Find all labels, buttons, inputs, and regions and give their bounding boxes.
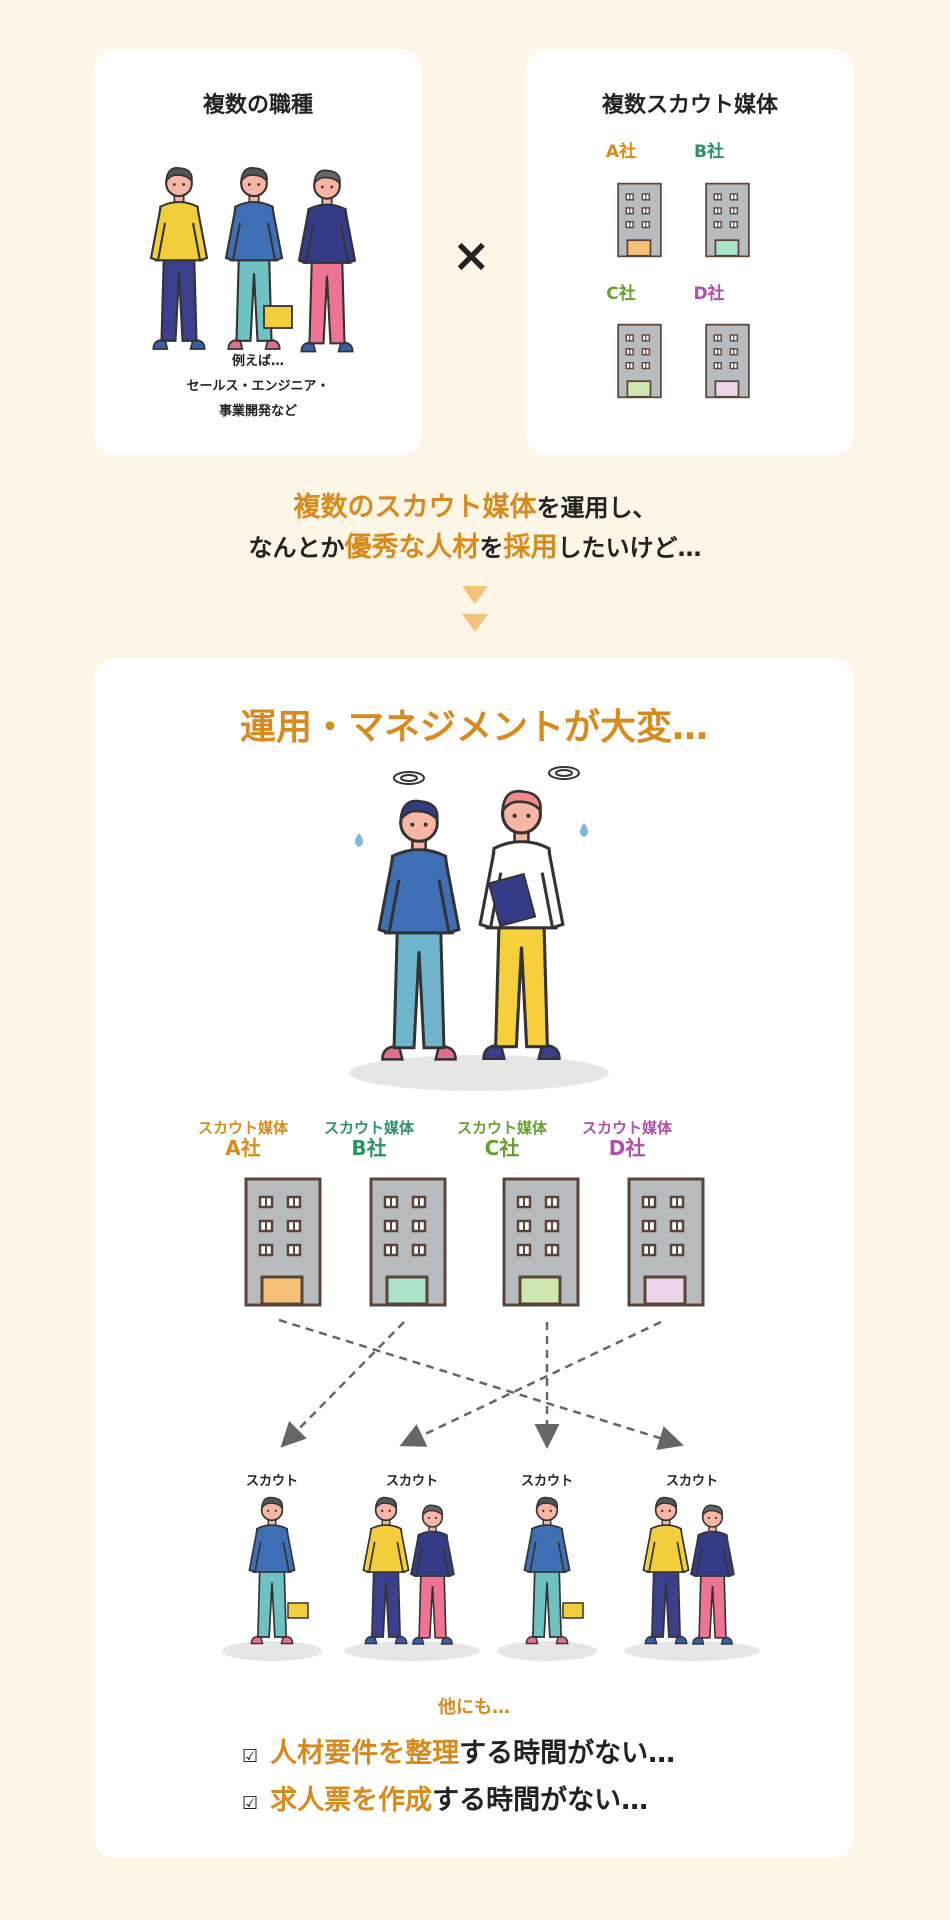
scout-candidate-2: [344, 1496, 480, 1661]
headline-line-1: 複数のスカウト媒体を運用し、: [0, 485, 950, 524]
checklist-item: ☑ 人材要件を整理する時間がない…: [242, 1732, 675, 1779]
three-workers-illustration: [149, 166, 357, 353]
company-c-label: C社: [606, 284, 636, 304]
arrow-b: [280, 1321, 405, 1448]
headline-text: したいけど…: [557, 534, 702, 562]
checklist-item: ☑ 求人票を作成する時間がない…: [242, 1779, 675, 1826]
scout-candidate-1: [222, 1496, 322, 1661]
checklist: ☑人材要件を整理する時間がない… ☑求人票を作成する時間がない…: [242, 1732, 675, 1826]
headline-text: なんとか: [248, 534, 345, 562]
headline-highlight: 優秀な人材: [344, 532, 480, 563]
stress-swirl-icon: [393, 766, 580, 785]
scout-label: スカウト: [665, 1474, 718, 1489]
stressed-couple-illustration: [349, 766, 609, 1091]
arrow-d: [399, 1320, 662, 1447]
jobs-card-title: 複数の職種: [202, 93, 313, 118]
media-company: C社: [484, 1135, 520, 1160]
checkbox-icon: ☑: [242, 1793, 259, 1814]
headline-text: を: [479, 534, 504, 562]
media-label: スカウト媒体: [323, 1119, 414, 1137]
assignment-arrows: [278, 1318, 684, 1451]
down-arrow-icon: [462, 586, 488, 632]
headline-text: を運用し、: [536, 494, 657, 522]
headline-highlight: 採用: [503, 532, 558, 563]
others-label: 他にも…: [438, 1697, 510, 1718]
media-label: スカウト媒体: [197, 1119, 288, 1137]
company-b-label: B社: [694, 142, 724, 162]
sweat-drop-icon: [355, 823, 588, 847]
headline-highlight: 複数のスカウト媒体: [293, 492, 537, 523]
scout-label: スカウト: [245, 1474, 298, 1489]
building-d-icon: [705, 314, 750, 408]
building-c-icon: [617, 314, 662, 408]
scout-candidate-4: [624, 1496, 760, 1661]
folder-icon: [487, 872, 537, 928]
jobs-card: 複数の職種 例えば… セールス・エンジニア・ 事業開発など: [94, 49, 422, 455]
media-label: スカウト媒体: [456, 1119, 547, 1137]
checklist-highlight: 人材要件を整理: [270, 1738, 460, 1769]
briefcase-icon: [263, 305, 293, 329]
example-jobs-2: 事業開発など: [218, 404, 297, 419]
media-card-title: 複数スカウト媒体: [601, 93, 778, 118]
arrow-a: [278, 1318, 684, 1451]
company-a-label: A社: [605, 142, 637, 162]
checklist-text: する時間がない…: [459, 1738, 676, 1769]
media-label: スカウト媒体: [581, 1119, 672, 1137]
scout-label: スカウト: [520, 1474, 573, 1489]
headline-line-2: なんとか優秀な人材を採用したいけど…: [0, 525, 950, 564]
times-icon: ×: [452, 228, 491, 282]
checklist-text: する時間がない…: [432, 1785, 649, 1816]
building-b-icon: [705, 173, 750, 267]
media-company: B社: [351, 1135, 387, 1160]
example-jobs: セールス・エンジニア・: [186, 379, 330, 394]
problem-title: 運用・マネジメントが大変…: [239, 707, 708, 748]
media-company: D社: [608, 1135, 646, 1160]
company-d-label: D社: [693, 284, 725, 304]
media-card: 複数スカウト媒体 A社 B社 C社 D社: [526, 49, 854, 455]
checklist-highlight: 求人票を作成: [270, 1785, 433, 1816]
scout-candidate-3: [497, 1496, 597, 1661]
example-label: 例えば…: [231, 354, 284, 369]
checkbox-icon: ☑: [242, 1746, 259, 1767]
building-a-icon: [617, 173, 662, 267]
media-company: A社: [225, 1135, 261, 1160]
scout-label: スカウト: [385, 1474, 438, 1489]
